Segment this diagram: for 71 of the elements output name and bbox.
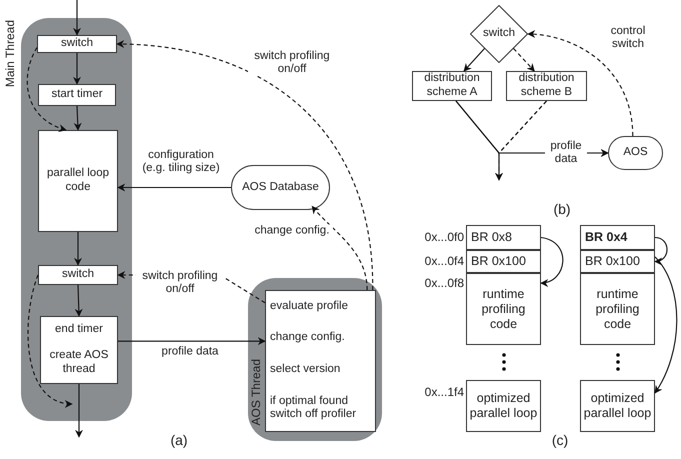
node-label: optimized parallel loop: [469, 391, 538, 421]
memory-cell: [580, 273, 655, 345]
node-label: distribution scheme B: [518, 72, 576, 100]
memory-cell: [580, 225, 655, 250]
dashed-arrow: [312, 206, 368, 290]
arrow: [74, 106, 82, 131]
arrow: [654, 236, 668, 265]
node-label: BR 0x4: [585, 230, 628, 245]
panel-label: (c): [550, 432, 570, 448]
lane-heading: AOS Thread: [249, 358, 264, 425]
arrow: [75, 384, 83, 438]
lane-heading: Main Thread: [3, 20, 18, 88]
address-label: 0x...0f8: [424, 276, 464, 290]
node-label: distribution scheme A: [423, 72, 481, 100]
terminal-shape: [608, 136, 663, 170]
arrow: [456, 100, 503, 181]
process-box: [38, 130, 118, 232]
address-label: 0x...0f4: [424, 254, 464, 268]
node-label: switch: [61, 37, 93, 51]
arrow: [73, 53, 81, 85]
arrow: [117, 184, 231, 192]
memory-cell: [580, 250, 655, 273]
node-label: optimized parallel loop: [583, 391, 652, 421]
arrow: [540, 236, 564, 286]
arrow: [74, 232, 82, 266]
node-label: BR 0x8: [471, 230, 512, 245]
node-label: BR 0x100: [471, 254, 526, 269]
memory-cell: [466, 225, 541, 250]
arrow: [74, 284, 83, 317]
process-box: [506, 71, 587, 101]
node-label: runtime profiling code: [594, 286, 640, 332]
node-label: change config.: [270, 331, 345, 346]
dashed-arrow: [26, 47, 67, 132]
node-label: end timer: [55, 323, 103, 337]
dashed-arrow: [513, 48, 535, 72]
arrow: [463, 48, 485, 72]
arrow: [654, 256, 678, 394]
process-box: [265, 290, 376, 432]
memory-cell: [466, 380, 541, 432]
address-label: 0x...0f0: [424, 230, 464, 244]
node-label: switch: [483, 27, 515, 41]
memory-cell: [580, 380, 655, 432]
node-label: runtime profiling code: [480, 286, 526, 332]
node-label: AOS Database: [242, 180, 319, 194]
node-label: select version: [270, 362, 340, 377]
arrow: [73, 0, 81, 36]
node-label: evaluate profile: [270, 300, 348, 314]
process-box: [38, 84, 116, 106]
node-label: if optimal found switch off profiler: [270, 394, 358, 422]
node-label: create AOS thread: [48, 349, 110, 377]
dashed-arrow: [28, 274, 73, 407]
process-box: [412, 71, 492, 101]
node-label: switch: [62, 268, 94, 282]
address-label: 0x...1f4: [424, 385, 464, 399]
node-label: start timer: [51, 88, 103, 102]
process-box: [37, 35, 117, 53]
dashed-arrow: [116, 40, 374, 290]
decision-diamond: [470, 5, 528, 63]
terminal-shape: [231, 165, 330, 210]
process-box: [40, 316, 118, 384]
memory-cell: [466, 273, 541, 345]
thread-lane: [248, 278, 382, 441]
node-label: AOS: [623, 146, 648, 160]
panel-label: (b): [552, 201, 572, 217]
dashed-arrow: [527, 30, 634, 136]
process-box: [38, 265, 118, 285]
memory-cell: [466, 250, 541, 273]
panel-label: (a): [169, 432, 189, 448]
arrow: [118, 337, 266, 346]
node-label: parallel loop code: [46, 167, 110, 195]
node-label: BR 0x100: [585, 254, 640, 269]
